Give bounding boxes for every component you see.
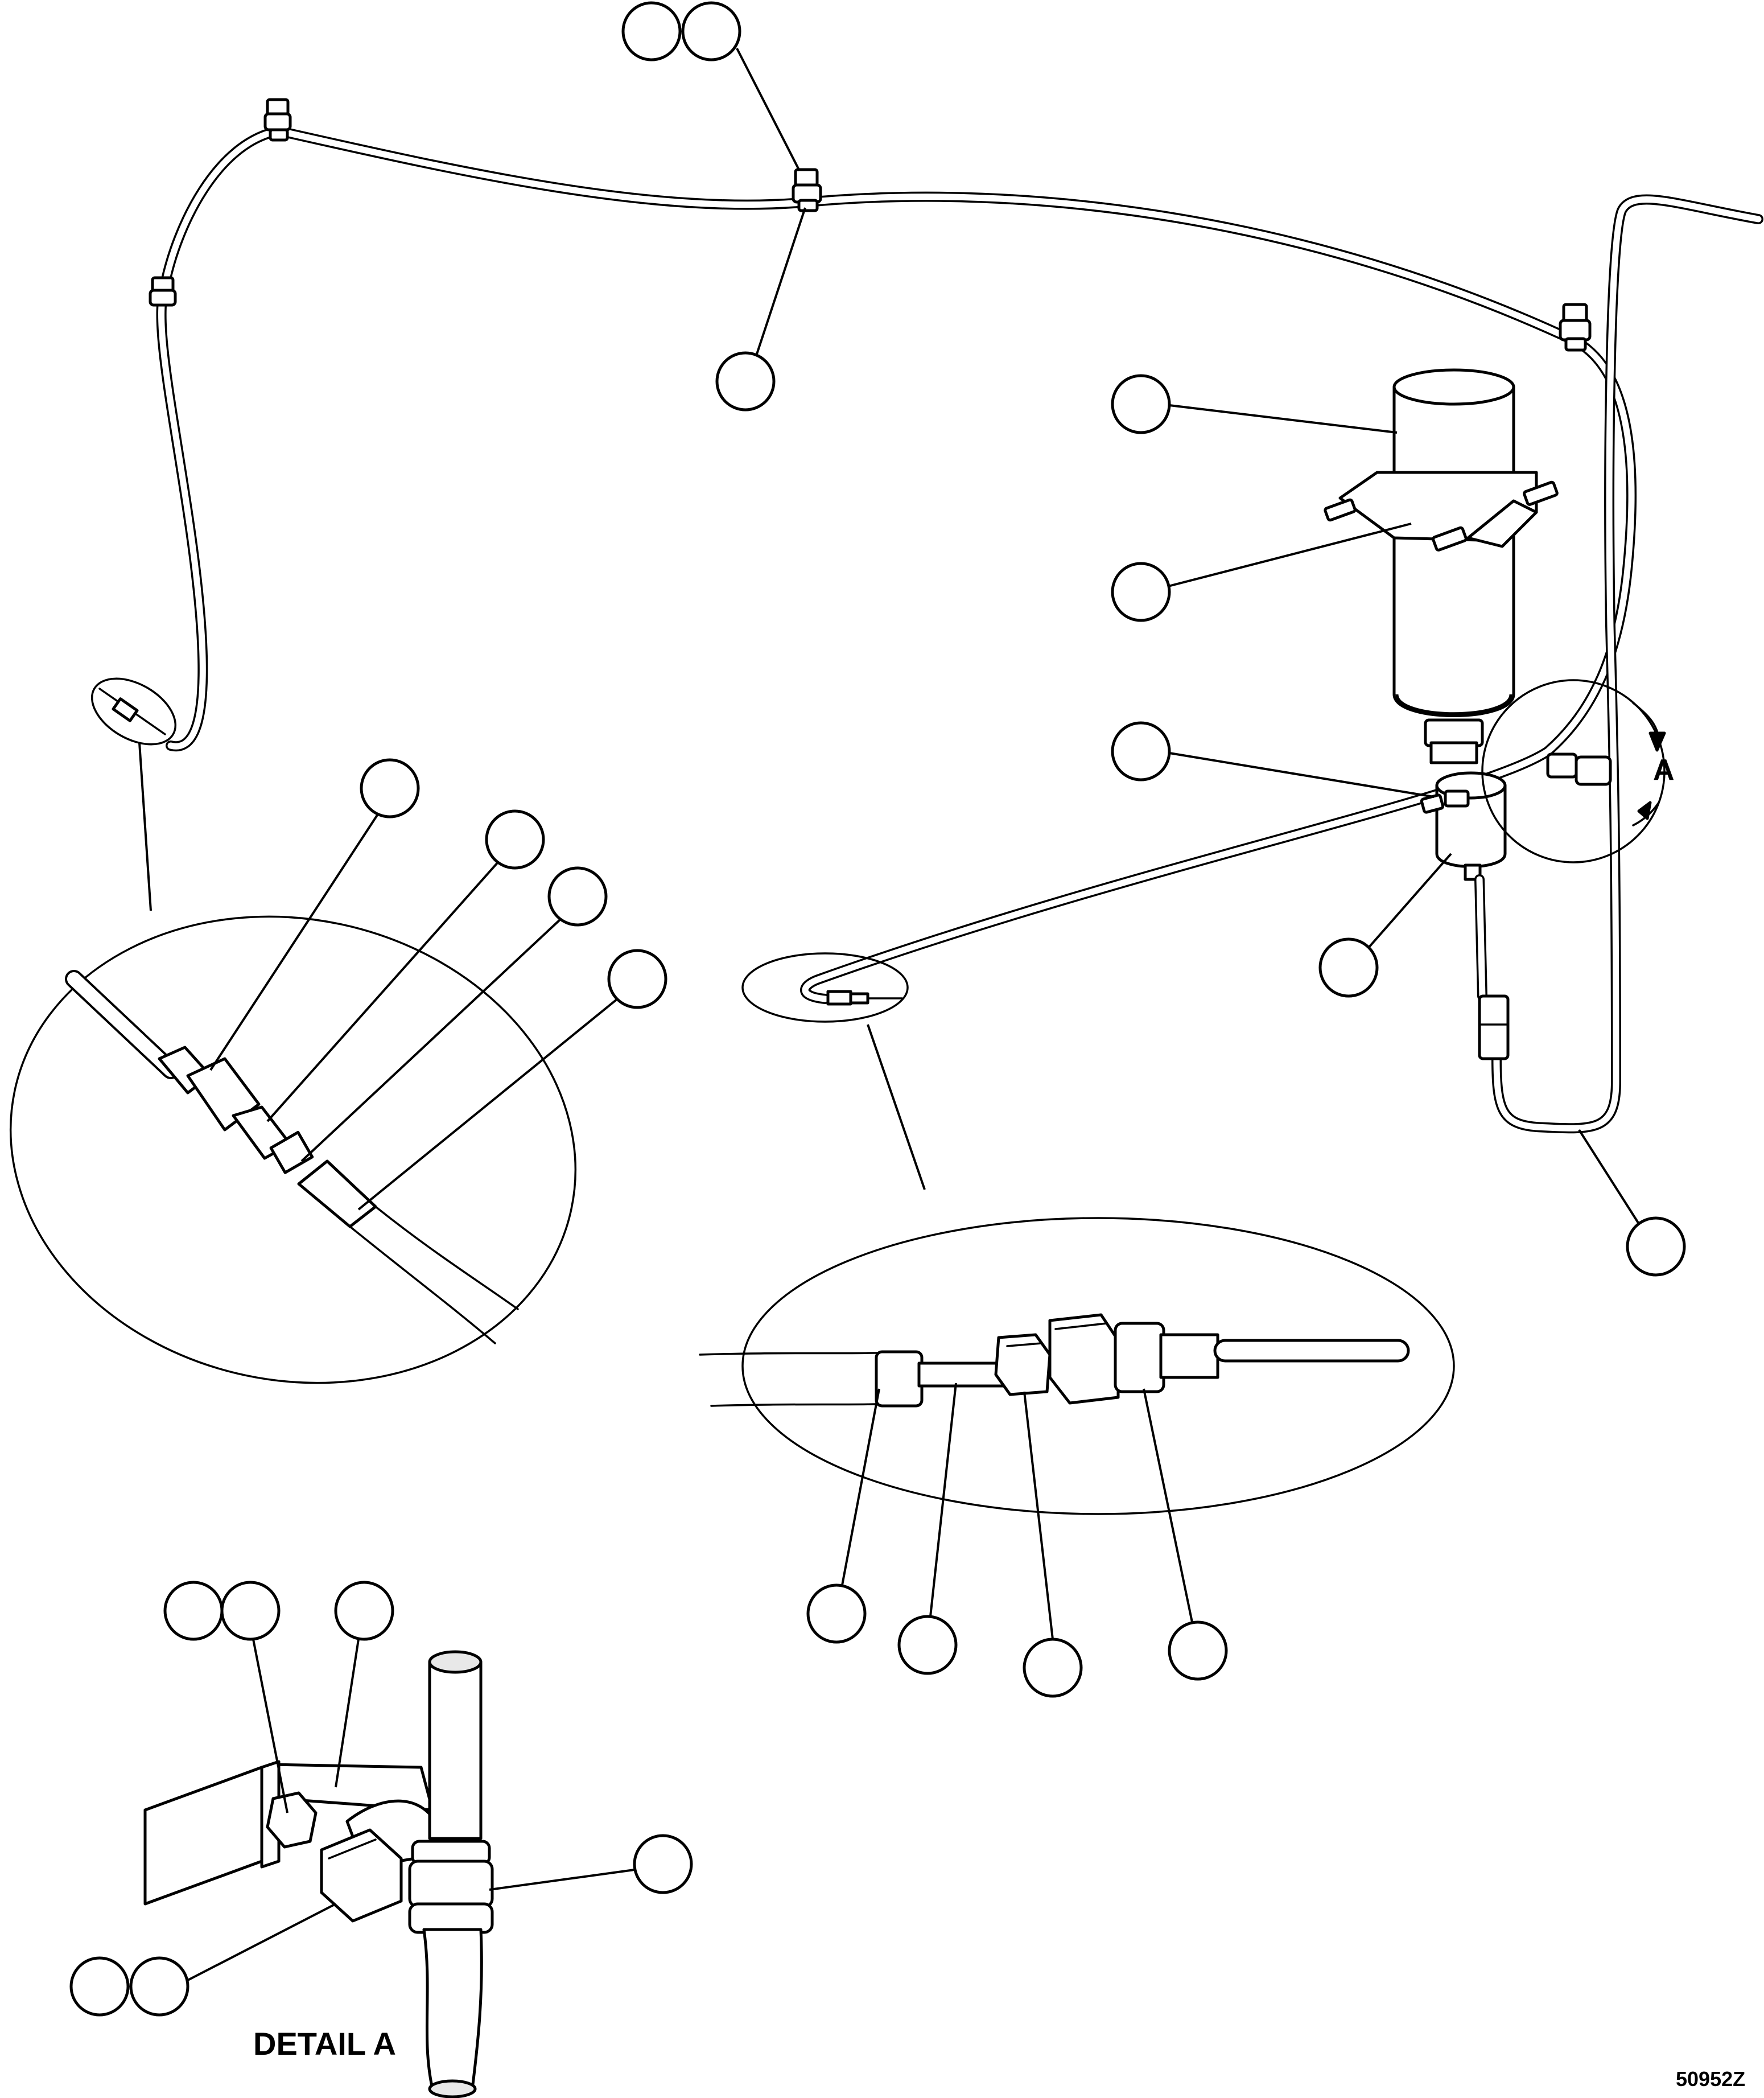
center-connection-marker bbox=[741, 952, 926, 1190]
callout-bubble bbox=[621, 1, 682, 61]
callout-bubble bbox=[806, 1583, 867, 1644]
center-enlarged-detail bbox=[699, 1217, 1455, 1698]
left-enlarged-detail bbox=[9, 758, 667, 1384]
detail-a-callout: A bbox=[1481, 679, 1675, 863]
callout-bubble bbox=[485, 809, 545, 870]
callout-bubble bbox=[715, 351, 776, 412]
callout-bubble bbox=[897, 1615, 958, 1675]
detail-a-marker-label: A bbox=[1653, 754, 1675, 787]
callout-bubble bbox=[129, 1956, 189, 2017]
left-connection-marker bbox=[90, 677, 177, 911]
figure-id: 50952Z bbox=[1676, 2067, 1745, 2091]
callout-bubble bbox=[360, 758, 420, 818]
callout-bubble bbox=[1318, 937, 1379, 998]
callout-bubble bbox=[1626, 1216, 1686, 1277]
tube-clamp bbox=[792, 168, 822, 212]
callout-bubble bbox=[163, 1581, 224, 1641]
detail-a-title: DETAIL A bbox=[253, 2026, 396, 2062]
callouts-main bbox=[621, 1, 1686, 1277]
callout-bubble bbox=[547, 866, 608, 927]
callout-bubble bbox=[607, 949, 667, 1009]
main-fuel-line bbox=[156, 126, 1763, 1134]
callout-bubble bbox=[1111, 562, 1171, 622]
tube-clamp bbox=[263, 98, 292, 142]
callout-bubble bbox=[1168, 1620, 1228, 1681]
callout-bubble bbox=[334, 1581, 394, 1641]
callout-bubble bbox=[633, 1834, 693, 1894]
tube-clamp bbox=[1559, 303, 1592, 352]
callout-bubble bbox=[69, 1956, 130, 2017]
tube-clamps bbox=[149, 98, 1592, 352]
callout-bubble bbox=[220, 1581, 281, 1641]
detail-a-view: DETAIL A bbox=[69, 1581, 693, 2098]
tube-clamp bbox=[149, 276, 177, 307]
callout-bubble bbox=[1023, 1638, 1083, 1698]
callout-bubble bbox=[1111, 374, 1171, 434]
callout-bubble bbox=[1111, 721, 1171, 781]
fuel-filter-assembly bbox=[1324, 368, 1559, 1060]
callout-bubble bbox=[681, 1, 741, 61]
